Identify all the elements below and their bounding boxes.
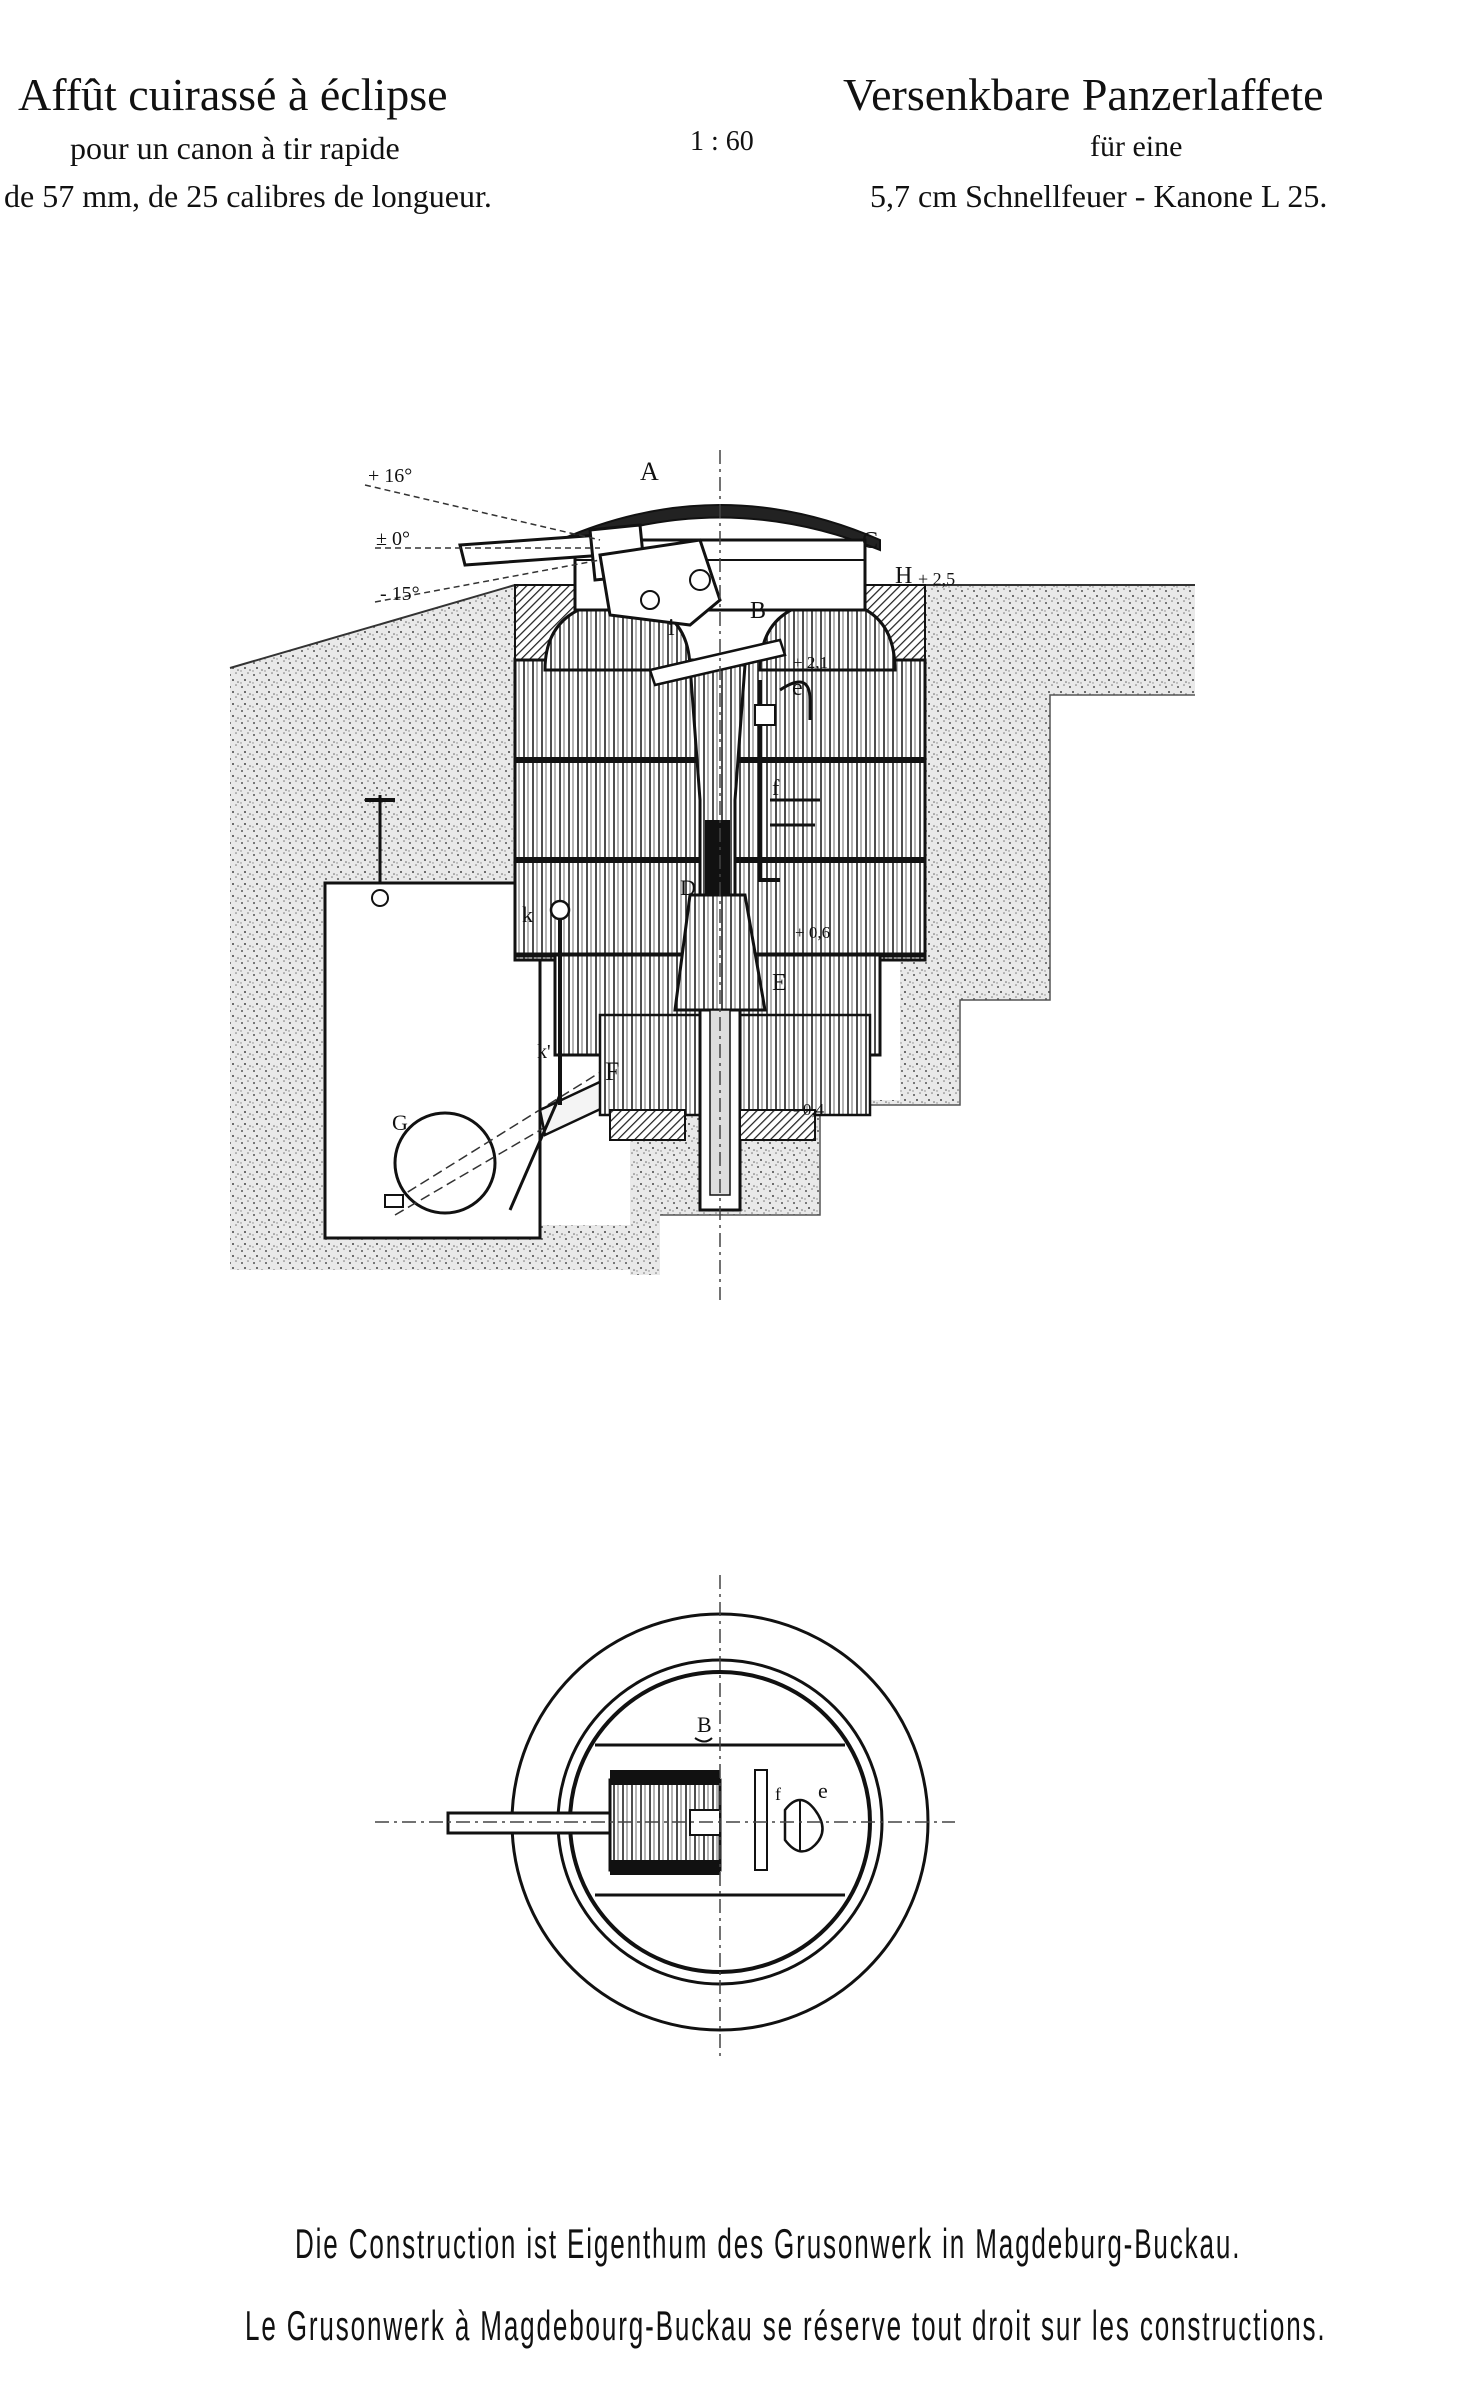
label-g: G: [392, 1110, 408, 1135]
plan-view: B f e: [375, 1575, 955, 2060]
label-a: A: [640, 457, 659, 486]
label-b: B: [750, 598, 766, 624]
label-c: C: [862, 528, 878, 554]
plan-label-f: f: [775, 1784, 781, 1804]
pipe-e: [758, 680, 780, 882]
scale-label: 1 : 60: [690, 126, 754, 157]
gun-breech: [598, 538, 722, 627]
plan-gun-barrel: [446, 1811, 630, 1835]
terrace-steps: [660, 694, 1195, 1216]
french-title: Affût cuirassé à éclipse: [18, 69, 448, 120]
level-plus-2-5: + 2,5: [918, 569, 955, 589]
angle-zero: ± 0°: [376, 528, 410, 550]
level-minus-0-4: - 0,4: [793, 1100, 825, 1119]
pipe-f: [770, 798, 820, 827]
level-plus-0-6: + 0,6: [795, 923, 830, 942]
label-k: k: [522, 902, 533, 927]
level-plus-2-1: + 2,1: [793, 653, 828, 672]
section-view: + 16° ± 0° - 15° A B C H + 2,5 i + 2,1 e…: [229, 450, 1195, 1300]
german-title: Versenkbare Panzerlaffete: [843, 69, 1324, 120]
angle-plus-16: + 16°: [368, 465, 412, 487]
french-subtitle-line-1: pour un canon à tir rapide: [70, 130, 400, 166]
label-k-prime: k': [537, 1041, 551, 1063]
french-subtitle-line-2: de 57 mm, de 25 calibres de longueur.: [4, 178, 492, 214]
label-i: i: [668, 615, 675, 641]
column-cone-e: [673, 893, 767, 1012]
label-e: e: [792, 675, 803, 701]
label-d: D: [680, 875, 696, 900]
label-e-upper: E: [772, 970, 787, 996]
german-subtitle-line-1: für eine: [1090, 130, 1183, 163]
footer-french: Le Grusonwerk à Magdebourg-Buckau se rés…: [245, 2302, 1327, 2349]
counterweight-g: [393, 1111, 497, 1215]
plan-label-b: B: [697, 1712, 712, 1737]
angle-minus-15: - 15°: [380, 583, 420, 605]
label-f: f: [772, 775, 780, 800]
footer-german: Die Construction ist Eigenthum des Gruso…: [295, 2220, 1242, 2267]
ground-surface: [229, 584, 1195, 669]
platform-b: [648, 638, 787, 687]
label-f-upper: F: [605, 1057, 619, 1086]
plan-label-e: e: [818, 1778, 828, 1803]
armored-cupola-a: [559, 504, 881, 552]
label-h: H: [895, 563, 912, 589]
german-subtitle-line-2: 5,7 cm Schnellfeuer - Kanone L 25.: [870, 178, 1328, 214]
